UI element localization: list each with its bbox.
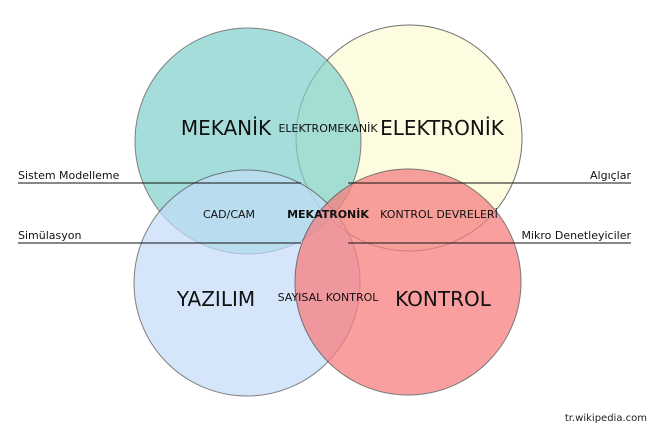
label-yazilim: YAZILIM bbox=[176, 287, 255, 311]
label-mekatronik: MEKATRONİK bbox=[287, 207, 369, 221]
label-elektromekanik: ELEKTROMEKANİK bbox=[278, 122, 378, 135]
side-label-mikro-denetleyiciler: Mikro Denetleyiciler bbox=[521, 229, 631, 242]
side-label-simulasyon: Simülasyon bbox=[18, 229, 81, 242]
credit-text: tr.wikipedia.com bbox=[565, 413, 647, 424]
label-cad-cam: CAD/CAM bbox=[203, 208, 255, 221]
circle-kontrol bbox=[294, 168, 522, 396]
side-label-sistem-modelleme: Sistem Modelleme bbox=[18, 169, 120, 182]
label-elektronik: ELEKTRONİK bbox=[380, 116, 505, 140]
label-sayisal-kontrol: SAYISAL KONTROL bbox=[278, 291, 380, 304]
side-label-algiclar: Algıçlar bbox=[590, 169, 631, 182]
label-kontrol: KONTROL bbox=[395, 287, 492, 311]
label-kontrol-devreleri: KONTROL DEVRELERİ bbox=[380, 208, 498, 221]
label-mekanik: MEKANİK bbox=[181, 116, 272, 140]
